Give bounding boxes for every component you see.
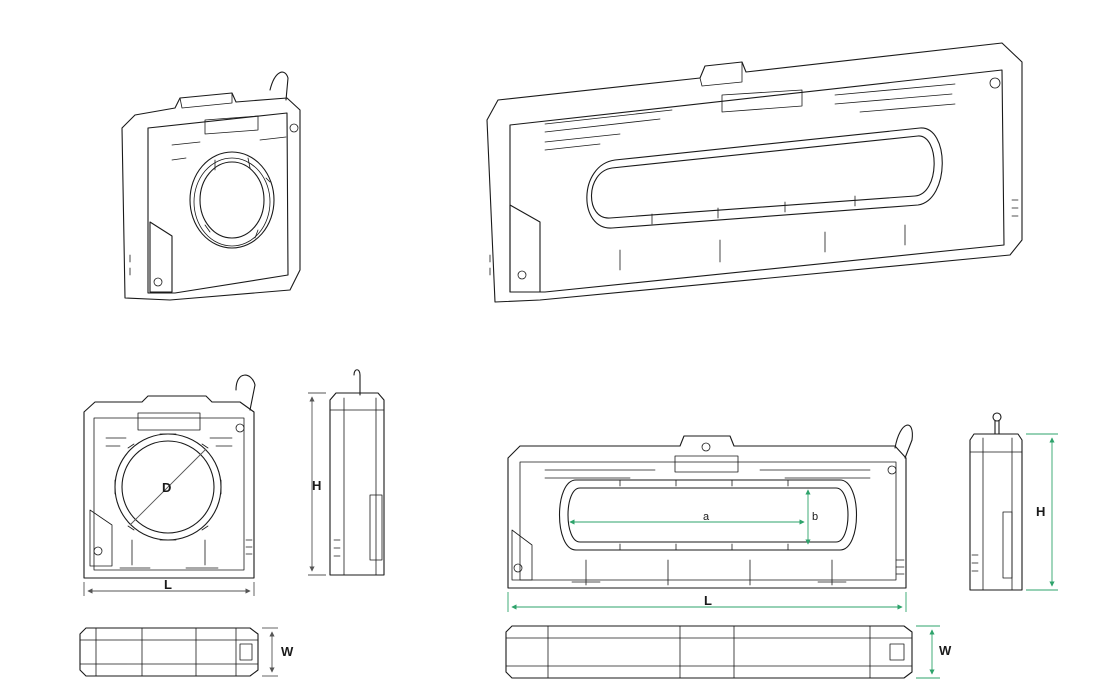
large-ct-isometric-view — [486, 42, 1023, 303]
small-ct-front-view — [83, 374, 256, 579]
small-ct-top-view — [79, 627, 278, 677]
small-length-label: L — [164, 577, 172, 592]
large-length-dimension — [507, 592, 907, 612]
small-ct-isometric-view — [121, 71, 301, 301]
large-ct-side-view — [969, 412, 1058, 591]
large-length-label: L — [704, 593, 712, 608]
window-b-label: b — [812, 511, 818, 523]
window-a-label: a — [703, 511, 710, 523]
small-height-label: H — [312, 478, 321, 493]
small-diameter-label: D — [162, 480, 171, 495]
small-ct-side-view — [308, 369, 385, 576]
large-height-label: H — [1036, 504, 1045, 519]
large-ct-front-view — [507, 424, 913, 589]
small-length-dimension — [83, 582, 255, 596]
large-width-label: W — [939, 643, 952, 658]
large-ct-top-view — [505, 625, 940, 679]
small-width-label: W — [281, 644, 294, 659]
